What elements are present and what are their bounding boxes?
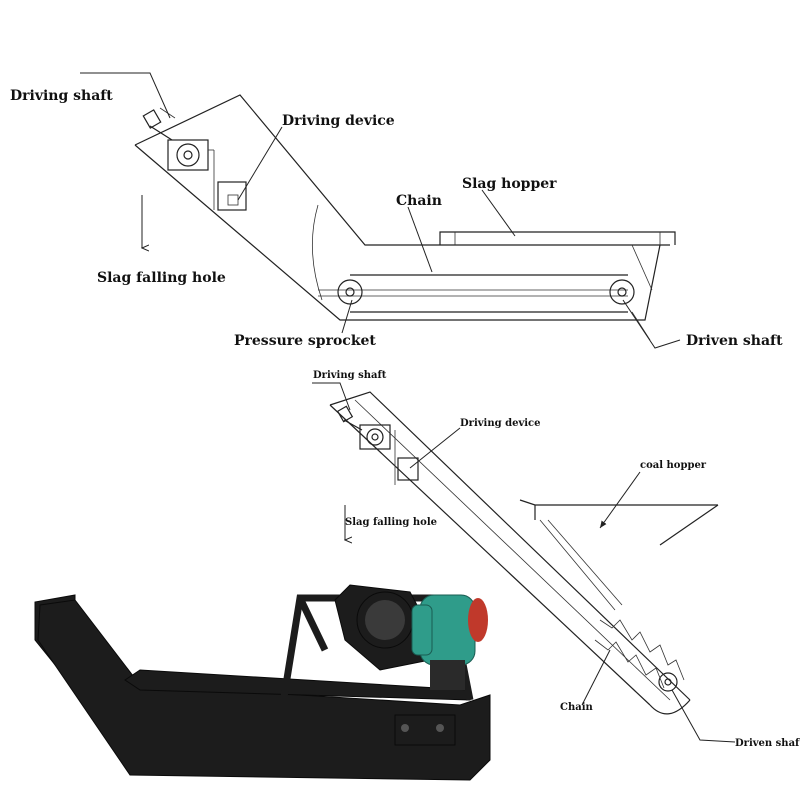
top-label-pressure-sprocket: Pressure sprocket	[234, 333, 376, 349]
bottom-label-driving-device: Driving device	[460, 418, 541, 429]
top-label-slag-hopper: Slag hopper	[462, 176, 557, 192]
bottom-label-coal-hopper: coal hopper	[640, 460, 707, 471]
bottom-label-chain: Chain	[560, 702, 594, 713]
top-label-driving-shaft: Driving shaft	[10, 88, 113, 104]
bottom-conveyor-drawing: Driving shaft Driving device coal hopper…	[312, 370, 800, 749]
pressure-sprocket-icon	[337, 279, 363, 305]
top-label-driving-device: Driving device	[282, 113, 395, 129]
driving-shaft-icon	[142, 107, 176, 141]
driven-sprocket-icon	[609, 279, 635, 305]
driving-device-icon	[167, 139, 247, 211]
bottom-label-slag-falling-hole: Slag falling hole	[345, 517, 437, 528]
photo-motor-icon	[411, 594, 488, 690]
top-label-chain: Chain	[396, 193, 442, 209]
top-conveyor-drawing: Driving shaft Driving device Chain Slag …	[10, 72, 783, 349]
bottom-label-driven-shaft: Driven shaft	[735, 738, 800, 749]
bottom-label-driving-shaft: Driving shaft	[313, 370, 387, 381]
driving-device-icon-2	[359, 424, 419, 485]
driving-shaft-icon-2	[336, 405, 363, 431]
top-label-slag-falling-hole: Slag falling hole	[97, 270, 226, 286]
top-label-driven-shaft: Driven shaft	[686, 333, 783, 349]
conveyor-photo	[34, 584, 491, 781]
